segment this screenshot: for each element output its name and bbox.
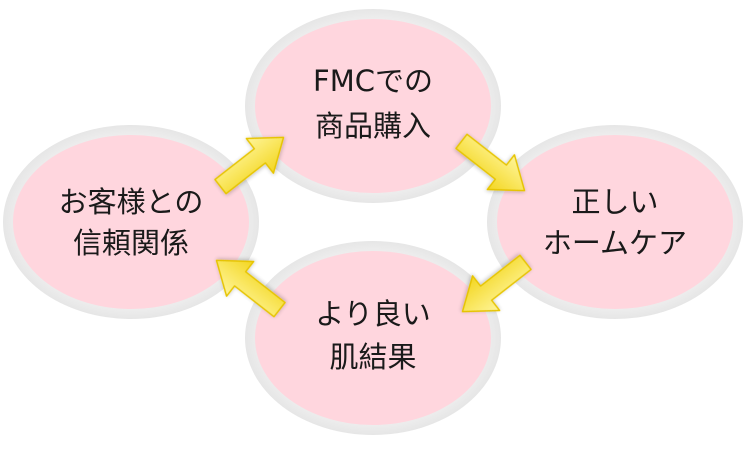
- node-purchase-line1: FMCでの: [313, 64, 433, 98]
- arrow-result-to-trust: [215, 259, 286, 318]
- arrow-homecare-to-result: [461, 254, 532, 313]
- node-result: より良い 肌結果: [245, 241, 501, 435]
- node-trust-line2: 信頼関係: [73, 226, 189, 260]
- node-result-line1: より良い: [315, 297, 430, 331]
- node-purchase: FMCでの 商品購入: [245, 9, 501, 203]
- node-homecare: 正しい ホームケア: [487, 125, 743, 319]
- arrow-trust-to-purchase: [214, 136, 285, 195]
- node-homecare-line1: 正しい: [571, 185, 658, 219]
- arrow-purchase-to-homecare: [455, 133, 526, 192]
- node-trust-line1: お客様との: [59, 185, 204, 219]
- node-purchase-line2: 商品購入: [315, 109, 431, 143]
- node-trust: お客様との 信頼関係: [3, 125, 259, 319]
- node-result-line2: 肌結果: [329, 340, 416, 374]
- node-homecare-line2: ホームケア: [543, 226, 687, 260]
